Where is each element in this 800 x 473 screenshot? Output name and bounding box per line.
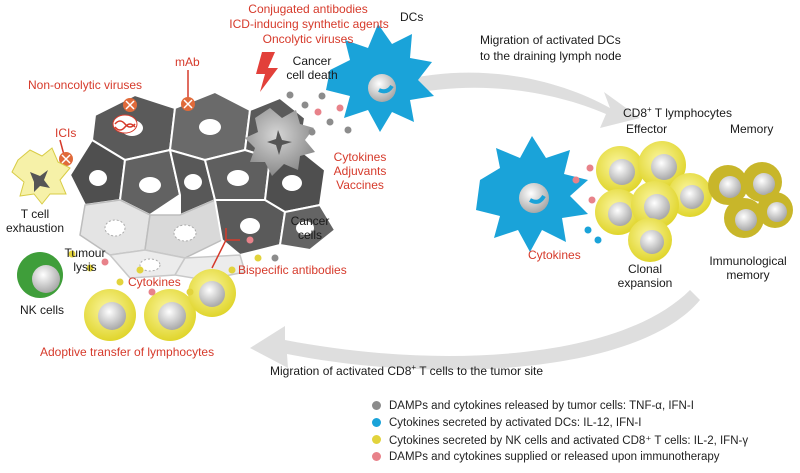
label-tumour-lysis: Tumour lysis <box>64 246 106 274</box>
label-mab: mAb <box>175 55 200 69</box>
migration-cd8-suffix: T cells to the tumor site <box>416 364 544 378</box>
cytokine-dots <box>68 91 602 296</box>
nk-cell-icon <box>17 252 63 298</box>
label-cancer-cells: Cancer cells <box>290 214 330 242</box>
block-icon-mab <box>181 70 195 111</box>
label-memory: Memory <box>730 122 774 136</box>
tumour-mass <box>68 90 337 281</box>
label-nk-cells: NK cells <box>20 303 65 317</box>
legend-item-dc: Cytokines secreted by activated DCs: IL-… <box>372 414 748 431</box>
legend-item-tumor: DAMPs and cytokines released by tumor ce… <box>372 397 748 414</box>
legend-dot-blue-icon <box>372 418 381 427</box>
dying-cancer-cell-icon <box>245 108 315 176</box>
legend-dot-yellow-icon <box>372 435 381 444</box>
label-migration-dcs: Migration of activated DCs to the draini… <box>480 33 622 63</box>
label-icis: ICIs <box>55 126 77 140</box>
label-cytokines-right: Cytokines <box>528 248 581 262</box>
legend-item-nk-cd8: Cytokines secreted by NK cells and activ… <box>372 431 748 448</box>
label-cytokines-adjuvants-vaccines: Cytokines Adjuvants Vaccines <box>333 150 387 192</box>
effector-t-cells <box>595 141 712 262</box>
block-icon-virus <box>123 98 137 112</box>
migration-arrow-bottom <box>250 290 700 370</box>
label-adoptive-transfer: Adoptive transfer of lymphocytes <box>40 345 215 359</box>
label-effector: Effector <box>626 122 668 136</box>
migration-arrow-top <box>395 72 640 128</box>
label-icd-agents: ICD-inducing synthetic agents <box>229 17 389 31</box>
legend-text: DAMPs and cytokines supplied or released… <box>389 450 720 463</box>
legend-dot-gray-icon <box>372 401 381 410</box>
legend-item-immunotherapy: DAMPs and cytokines supplied or released… <box>372 448 748 465</box>
label-non-oncolytic-viruses: Non-oncolytic viruses <box>28 78 143 92</box>
label-immunological-memory: Immunological memory <box>709 254 787 282</box>
label-cytokines-left: Cytokines <box>128 275 181 289</box>
cd8-suffix: T lymphocytes <box>651 106 732 120</box>
label-clonal-expansion: Clonal expansion <box>617 262 673 290</box>
dendritic-cell-top-icon <box>326 24 434 132</box>
label-conjugated-antibodies: Conjugated antibodies <box>248 2 368 16</box>
migration-cd8-sup: + <box>411 363 417 372</box>
block-icon-ici <box>59 139 73 166</box>
exhausted-t-cell-icon <box>11 147 71 205</box>
legend-text: Cytokines secreted by NK cells and activ… <box>389 434 749 447</box>
legend-text: DAMPs and cytokines released by tumor ce… <box>389 399 694 412</box>
adoptive-lymphocytes <box>84 228 240 341</box>
label-oncolytic-viruses: Oncolytic viruses <box>262 32 354 46</box>
label-t-cell-exhaustion: T cell exhaustion <box>5 207 65 235</box>
label-cd8-t-lymphocytes: CD8+ T lymphocytes <box>623 105 732 121</box>
legend-dot-pink-icon <box>372 452 381 461</box>
migration-cd8-prefix: Migration of activated CD8 <box>270 364 412 378</box>
label-dcs: DCs <box>400 10 424 24</box>
cd8-prefix: CD8 <box>623 106 648 120</box>
label-cancer-cell-death: Cancer cell death <box>286 54 338 82</box>
memory-t-cells <box>708 162 793 238</box>
dendritic-cell-right-icon <box>476 136 588 252</box>
cd8-sup: + <box>647 105 652 114</box>
label-migration-cd8: Migration of activated CD8+ T cells to t… <box>270 363 544 379</box>
legend-text: Cytokines secreted by activated DCs: IL-… <box>389 416 642 429</box>
label-bispecific-antibodies: Bispecific antibodies <box>238 263 347 277</box>
legend: DAMPs and cytokines released by tumor ce… <box>372 397 748 465</box>
lightning-icon <box>256 52 278 92</box>
